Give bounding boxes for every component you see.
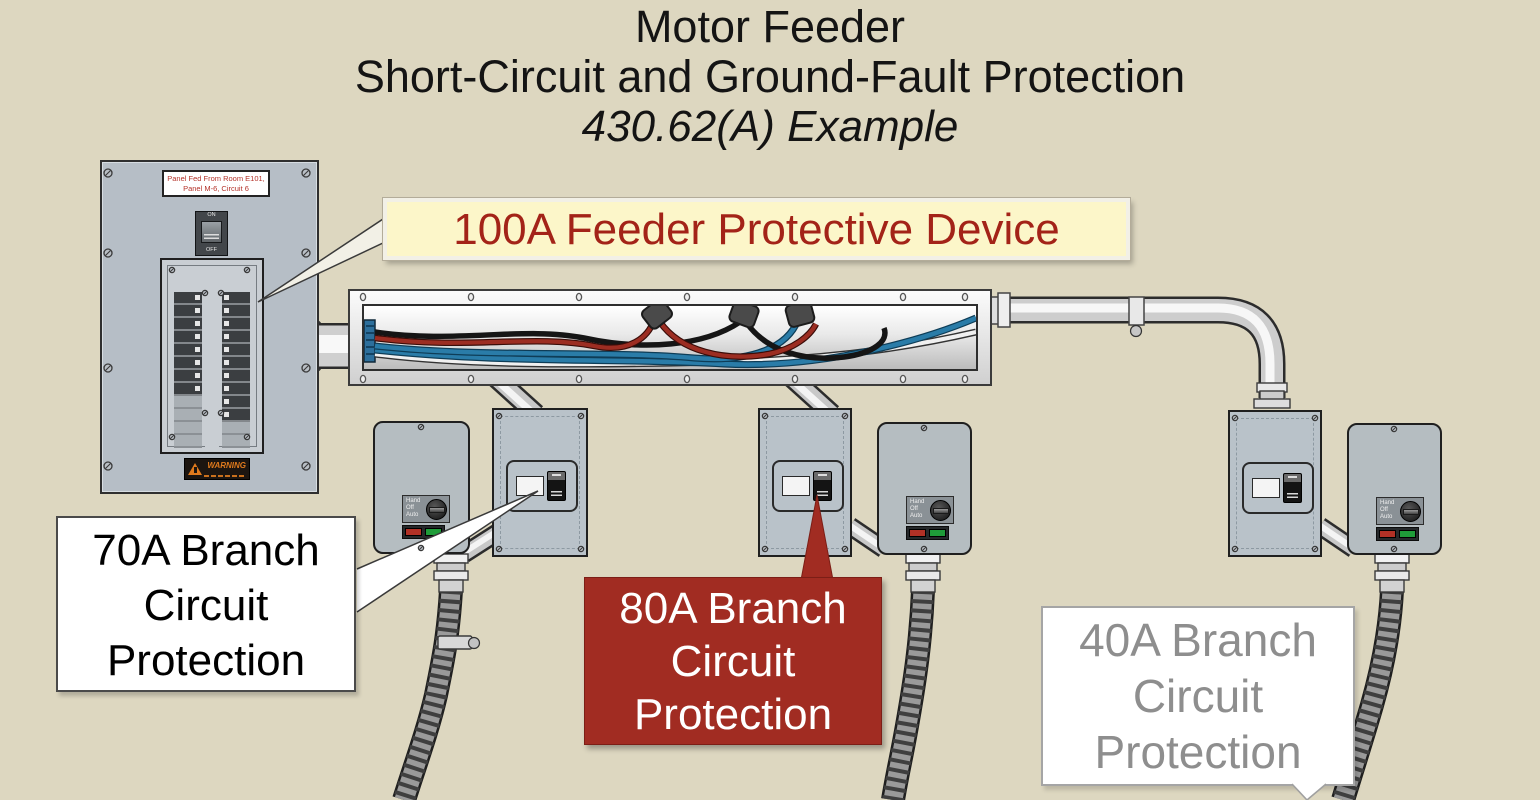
warning-triangle-icon (188, 463, 202, 475)
main-breaker-off-label: OFF (206, 247, 217, 253)
red-pilot-light (909, 529, 926, 537)
starter-3-selector-knob[interactable] (1400, 501, 1421, 522)
disconnect-70a-plate (506, 460, 578, 512)
callout-80a-line3: Protection (633, 690, 833, 739)
starter-3-hoa-plate: Hand Off Auto (1376, 497, 1424, 525)
wire-nut-2 (728, 306, 760, 329)
title-line-1: Motor Feeder (634, 1, 906, 52)
callout-70a-line1: 70A Branch (92, 526, 320, 575)
starter-1-hoa-plate: Hand Off Auto (402, 495, 450, 523)
pointer-70a (356, 490, 539, 613)
callout-40a-line2: Circuit (1132, 670, 1264, 722)
wireway-conductors (364, 306, 976, 369)
diagram-title: Motor Feeder Short-Circuit and Ground-Fa… (0, 2, 1540, 152)
main-breaker[interactable]: ON OFF (195, 211, 228, 256)
wire-nut-1 (641, 306, 673, 330)
disconnect-80a-breaker-switch[interactable] (813, 471, 832, 501)
breaker-handles-left (195, 292, 200, 396)
starter-2-pilot-lights (906, 526, 949, 540)
panel-source-label-line1: Panel Fed From Room E101, (167, 174, 265, 183)
warning-label: WARNING (184, 458, 250, 480)
main-breaker-on-label: ON (207, 212, 216, 218)
panel-interior (160, 258, 264, 454)
disconnect-40a-plate (1242, 462, 1314, 514)
callout-80a-branch: 80A Branch Circuit Protection (584, 577, 882, 745)
panel-source-label: Panel Fed From Room E101, Panel M-6, Cir… (162, 170, 270, 197)
main-breaker-handle[interactable] (201, 221, 222, 243)
callout-70a-line2: Circuit (143, 581, 269, 630)
starter-1-hoa-label: Hand Off Auto (406, 498, 421, 518)
motor-starter-3: Hand Off Auto (1347, 423, 1442, 555)
starter-3-hoa-label: Hand Off Auto (1380, 500, 1395, 520)
disconnect-70a (492, 408, 588, 557)
callout-40a-line3: Protection (1094, 726, 1302, 778)
flex-conduit-1 (392, 553, 481, 800)
panel-source-label-line2: Panel M-6, Circuit 6 (183, 183, 249, 193)
disconnect-80a-plate (772, 460, 844, 512)
red-pilot-light (405, 528, 422, 536)
green-pilot-light (929, 529, 946, 537)
pointer-40a (1291, 783, 1327, 800)
callout-80a-line1: 80A Branch (619, 584, 847, 633)
callout-40a-line1: 40A Branch (1079, 614, 1317, 666)
callout-70a-branch: 70A Branch Circuit Protection (56, 516, 356, 692)
panelboard: Panel Fed From Room E101, Panel M-6, Cir… (100, 160, 319, 494)
starter-3-pilot-lights (1376, 527, 1419, 541)
pointer-80a (800, 494, 834, 581)
red-pilot-light (1379, 530, 1396, 538)
motor-starter-2: Hand Off Auto (877, 422, 972, 555)
disconnect-40a-nameplate (1252, 478, 1280, 498)
pointer-100a (257, 218, 384, 303)
disconnect-40a-breaker-switch[interactable] (1283, 473, 1302, 503)
disconnect-80a-nameplate (782, 476, 810, 496)
starter-2-hoa-plate: Hand Off Auto (906, 496, 954, 524)
disconnect-80a (758, 408, 852, 557)
wireway (348, 289, 992, 386)
callout-80a-line2: Circuit (670, 637, 796, 686)
wireway-interior (362, 304, 978, 371)
starter-2-hoa-label: Hand Off Auto (910, 499, 925, 519)
callout-100a-feeder: 100A Feeder Protective Device (383, 198, 1130, 260)
green-pilot-light (1399, 530, 1416, 538)
wire-nut-3 (784, 306, 816, 328)
title-line-3: 430.62(A) Example (581, 102, 959, 151)
disconnect-70a-breaker-switch[interactable] (547, 471, 566, 501)
breaker-column-left-blanks (174, 396, 202, 448)
starter-2-selector-knob[interactable] (930, 500, 951, 521)
panel-center-strip (205, 288, 219, 450)
title-line-2: Short-Circuit and Ground-Fault Protectio… (354, 51, 1186, 102)
breaker-handles-right (224, 292, 229, 422)
starter-1-selector-knob[interactable] (426, 499, 447, 520)
feeder-elbow-conduit (989, 292, 1291, 409)
callout-40a-branch: 40A Branch Circuit Protection (1041, 606, 1355, 786)
disconnect-40a (1228, 410, 1322, 557)
callout-100a-text: 100A Feeder Protective Device (453, 205, 1060, 254)
warning-text: WARNING (207, 461, 246, 470)
callout-70a-line3: Protection (106, 636, 306, 685)
